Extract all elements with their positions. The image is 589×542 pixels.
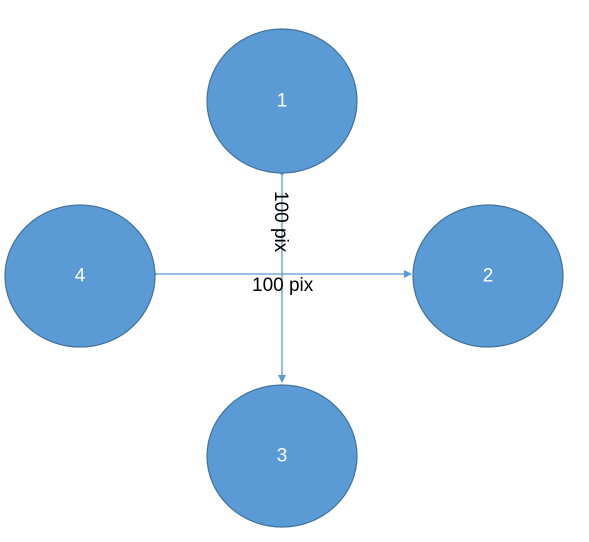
vertical-distance-label: 100 pix xyxy=(270,191,291,253)
node-2-circle xyxy=(412,204,564,348)
node-1: 1 xyxy=(206,28,358,174)
node-1-label: 1 xyxy=(277,91,288,112)
horizontal-distance-label: 100 pix xyxy=(252,275,314,296)
node-1-circle xyxy=(206,28,358,174)
node-3: 3 xyxy=(206,384,358,528)
node-2: 2 xyxy=(412,204,564,348)
node-2-label: 2 xyxy=(483,266,494,287)
node-3-label: 3 xyxy=(277,446,288,467)
node-4-label: 4 xyxy=(75,266,86,287)
node-3-circle xyxy=(206,384,358,528)
node-4: 4 xyxy=(4,204,156,348)
node-4-circle xyxy=(4,204,156,348)
